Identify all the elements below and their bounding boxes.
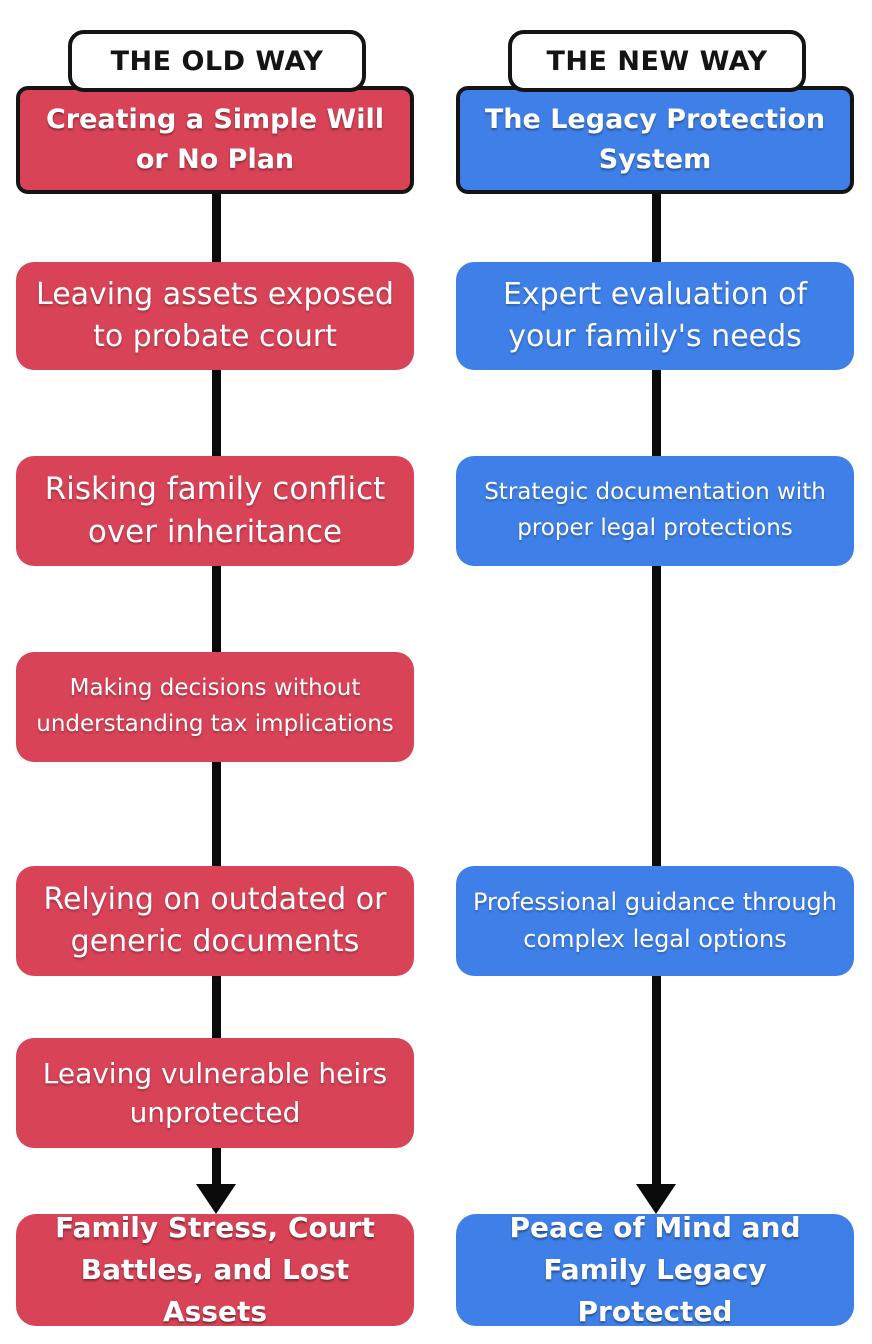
old-step-outdated-box: Relying on outdated or generic documents [16,866,414,976]
old-way-title-box: Creating a Simple Will or No Plan [16,86,414,194]
new-way-header: THE NEW WAY [508,30,806,92]
old-column-arrowhead-icon [196,1184,236,1214]
old-step-heirs-box: Leaving vulnerable heirs unprotected [16,1038,414,1148]
new-step-guidance-box: Professional guidance through complex le… [456,866,854,976]
new-way-result-text: Peace of Mind and Family Legacy Protecte… [509,1211,801,1328]
old-way-header: THE OLD WAY [68,30,366,92]
new-way-title-text: The Legacy Protection System [484,103,826,176]
old-step-conflict-text: Risking family conflict over inheritance [44,470,386,550]
new-way-header-label: THE NEW WAY [546,45,768,77]
new-column-arrowhead-icon [636,1184,676,1214]
new-column-connector-line [652,160,661,1186]
old-way-result-box: Family Stress, Court Battles, and Lost A… [16,1211,414,1328]
old-way-header-label: THE OLD WAY [110,45,324,77]
old-way-title-text: Creating a Simple Will or No Plan [45,103,385,176]
new-step-documentation-box: Strategic documentation with proper lega… [456,456,854,566]
old-step-conflict-box: Risking family conflict over inheritance [16,456,414,566]
new-step-documentation-text: Strategic documentation with proper lega… [484,479,826,541]
old-step-tax-text: Making decisions without understanding t… [36,675,394,737]
new-way-title-box: The Legacy Protection System [456,86,854,194]
new-way-result-box: Peace of Mind and Family Legacy Protecte… [456,1211,854,1328]
new-step-evaluation-box: Expert evaluation of your family's needs [456,262,854,370]
old-step-probate-box: Leaving assets exposed to probate court [16,262,414,370]
old-step-outdated-text: Relying on outdated or generic documents [43,882,387,959]
old-step-tax-box: Making decisions without understanding t… [16,652,414,762]
old-step-probate-text: Leaving assets exposed to probate court [36,277,394,354]
old-way-result-text: Family Stress, Court Battles, and Lost A… [55,1211,375,1328]
old-step-heirs-text: Leaving vulnerable heirs unprotected [42,1056,388,1129]
new-step-evaluation-text: Expert evaluation of your family's needs [502,277,808,354]
new-step-guidance-text: Professional guidance through complex le… [472,887,838,953]
